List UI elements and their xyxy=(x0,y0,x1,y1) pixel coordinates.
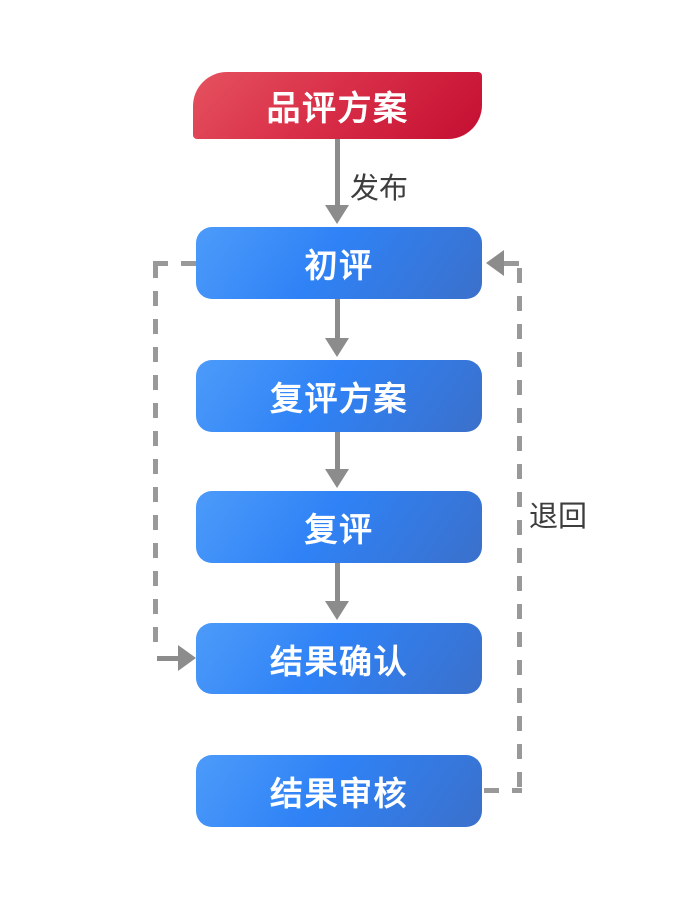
node-result-confirmation-label: 结果确认 xyxy=(270,642,408,680)
node-initial-evaluation-label: 初评 xyxy=(304,247,374,284)
arrow-reeval-to-confirm-head-icon xyxy=(325,601,349,620)
arrow-initial-to-replan-head-icon xyxy=(325,338,349,357)
arrow-initial-to-replan-line xyxy=(335,299,340,340)
arrow-replan-to-reeval-line xyxy=(335,432,340,471)
arrow-reeval-to-confirm-line xyxy=(335,563,340,603)
arrow-publish-line xyxy=(335,139,340,207)
dashed-connector-left-vertical-segment xyxy=(153,263,158,647)
dashed-connector-right-vertical-segment xyxy=(517,268,522,790)
dashed-connector-left-top-segment xyxy=(153,261,196,266)
dashed-connector-right-top-segment xyxy=(504,261,520,266)
node-evaluation-plan: 品评方案 xyxy=(193,72,482,139)
edge-label-publish: 发布 xyxy=(350,173,409,205)
node-evaluation-plan-label: 品评方案 xyxy=(266,90,409,128)
dashed-connector-left-arrowhead-icon xyxy=(178,645,196,671)
arrow-replan-to-reeval-head-icon xyxy=(325,469,349,488)
node-re-evaluation: 复评 xyxy=(196,491,482,563)
node-re-evaluation-label: 复评 xyxy=(304,511,374,548)
dashed-connector-right-arrowhead-icon xyxy=(486,250,504,276)
node-initial-evaluation: 初评 xyxy=(196,227,482,299)
node-result-review: 结果审核 xyxy=(196,755,482,827)
node-re-evaluation-plan: 复评方案 xyxy=(196,360,482,432)
dashed-connector-right-bottom-segment xyxy=(484,788,522,793)
node-result-confirmation: 结果确认 xyxy=(196,623,482,694)
arrow-publish-head-icon xyxy=(325,205,349,224)
dashed-connector-left-arrow-tail xyxy=(157,656,180,661)
edge-label-return: 退回 xyxy=(529,501,588,533)
node-re-evaluation-plan-label: 复评方案 xyxy=(270,380,408,417)
node-result-review-label: 结果审核 xyxy=(270,775,408,812)
